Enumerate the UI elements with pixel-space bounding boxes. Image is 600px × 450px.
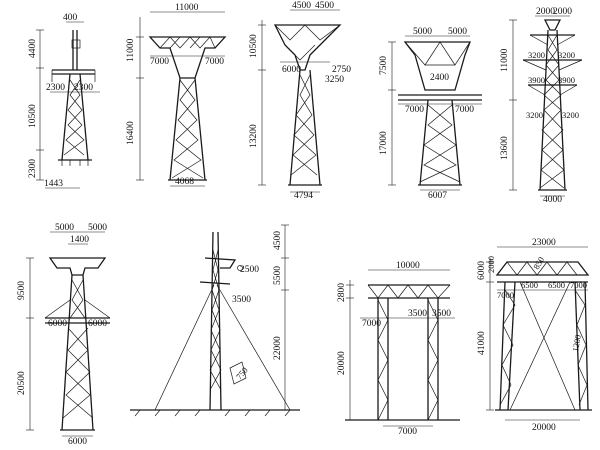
t9-top: 23000 [532,238,556,248]
tower-9: 23000 6000 2000 850 41000 7000 6500 6500… [477,238,592,433]
t3-top-left: 4500 [292,1,311,11]
t4-arm-right: 7000 [455,105,474,115]
t4-top-right: 5000 [448,27,467,37]
t1-dim-upper: 4400 [28,39,38,58]
t6-arm-left: 6000 [48,319,67,329]
t2-base: 4068 [175,177,194,187]
t5-a2l: 3900 [528,75,545,85]
t3-dim-lower: 13200 [249,124,259,148]
t9-a2: 6500 [521,280,538,290]
t9-dim-tiny: 850 [531,255,546,271]
t5-a3l: 3200 [526,110,543,120]
t6-top-right: 5000 [88,223,107,233]
t4-base: 6007 [428,191,447,201]
t6-arm-right: 6000 [88,319,107,329]
t9-dim-upper: 6000 [477,261,487,280]
tower-8: 10000 2800 20000 7000 3500 3500 7000 [337,261,460,437]
t3-arm-inner: 3250 [325,75,344,85]
t7-arm-lower: 3500 [232,295,251,305]
t8-arm-mid: 3500 [408,309,427,319]
t9-rod: 1200 [570,334,583,352]
t1-top-width: 400 [63,13,78,23]
t8-dim-lower: 20000 [337,351,347,375]
t2-arm-right: 7000 [205,57,224,67]
t5-a1l: 3200 [528,50,545,60]
t4-arm-left: 7000 [405,105,424,115]
t6-base: 6000 [68,437,87,447]
tower-4: 5000 5000 7500 17000 2400 7000 7000 6007 [379,27,482,201]
t9-base: 20000 [532,423,556,433]
t6-mid: 1400 [70,235,89,245]
tower-2: 11000 11000 16400 7000 7000 4068 [126,3,227,187]
tower-3: 4500 4500 10500 13200 6000 2750 3250 479… [249,1,351,201]
t8-arm-left: 7000 [362,319,381,329]
t1-dim-middle: 10500 [28,104,38,128]
t8-dim-upper: 2800 [337,283,347,302]
t1-arm-left: 2300 [46,83,65,93]
t6-dim-lower: 20500 [17,371,27,395]
t6-top-left: 5000 [55,223,74,233]
t3-arm-left: 6000 [282,65,301,75]
t5-a1r: 3200 [558,50,575,60]
t3-dim-upper: 10500 [249,34,259,58]
t5-top-right: 2000 [553,7,572,17]
t5-dim-lower: 13600 [500,136,510,160]
tower-7: 4500 5500 22000 2500 3500 750 [130,224,300,417]
t3-top-right: 4500 [315,1,334,11]
t8-top: 10000 [396,261,420,271]
t3-base: 4794 [294,191,313,201]
t2-dim-lower: 16400 [126,121,136,145]
t1-base: 1443 [44,179,63,189]
tower-1: 400 4400 10500 2300 2300 2300 1443 [28,13,100,189]
t1-dim-lower: 2300 [28,159,38,178]
t7-dim-top: 4500 [273,231,283,250]
t9-dim-small: 2000 [486,256,496,273]
t5-top-left: 2000 [536,7,555,17]
t3-arm-right: 2750 [332,65,351,75]
t9-a3: 6500 [548,280,565,290]
tower-5: 2000 2000 11000 13600 3200 3200 3900 390… [500,7,583,205]
t7-section: 750 [234,365,250,381]
t2-dim-upper: 11000 [126,38,136,62]
t4-top-left: 5000 [413,27,432,37]
t9-a4: 7000 [570,280,587,290]
t4-dim-lower: 17000 [379,131,389,155]
t4-dim-upper: 7500 [379,56,389,75]
t8-arm-right: 3500 [432,309,451,319]
t1-arm-right: 2300 [74,83,93,93]
t2-arm-left: 7000 [150,57,169,67]
t6-dim-upper: 9500 [17,281,27,300]
t4-mid: 2400 [430,73,449,83]
t2-top-width: 11000 [175,3,199,13]
t5-base: 4000 [543,195,562,205]
t9-a1: 7000 [497,290,514,300]
t5-a3r: 3200 [562,110,579,120]
t5-a2r: 3900 [558,75,575,85]
t8-base: 7000 [398,427,417,437]
t7-dim-mid: 5500 [273,266,283,285]
t7-dim-lower: 22000 [273,336,283,360]
t5-dim-upper: 11000 [500,48,510,72]
t9-dim-lower: 41000 [477,331,487,355]
tower-6: 5000 5000 1400 9500 20500 6000 6000 6000 [17,223,111,447]
t7-arm-upper: 2500 [240,265,259,275]
